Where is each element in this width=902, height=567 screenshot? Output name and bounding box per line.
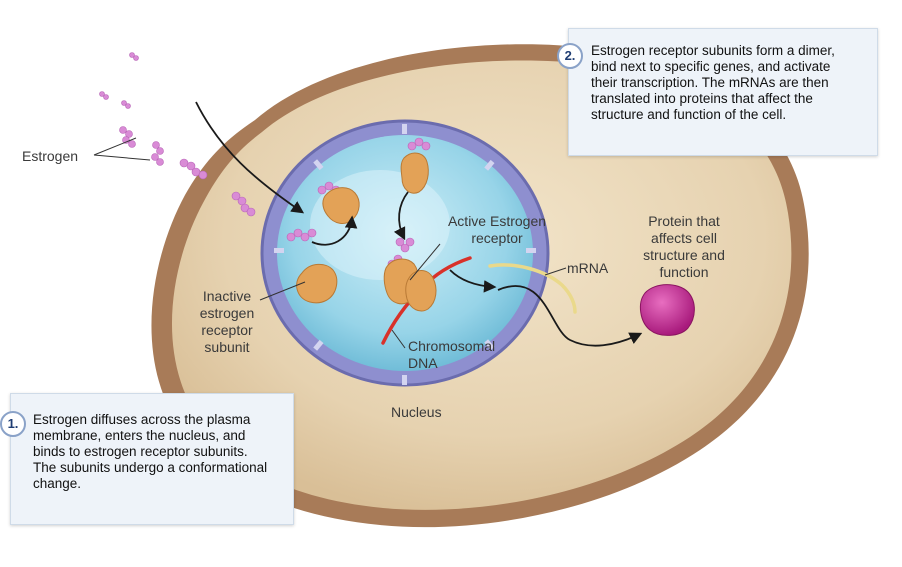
label-active-receptor-line2: receptor bbox=[471, 230, 523, 246]
mrna-strand bbox=[488, 263, 577, 314]
step-1-line3: binds to estrogen receptor subunits. bbox=[33, 444, 248, 459]
label-protein-line1: Protein that bbox=[648, 213, 720, 229]
label-inactive-receptor-line2: estrogen bbox=[199, 305, 255, 321]
estrogen-molecules-outside bbox=[99, 52, 256, 217]
step-1-text: Estrogen diffuses across the plasma memb… bbox=[33, 412, 289, 492]
label-active-receptor-line1: Active Estrogen bbox=[447, 213, 547, 229]
receptor-upper bbox=[400, 152, 429, 194]
step-1-number: 1. bbox=[0, 411, 26, 437]
label-dna-line2: DNA bbox=[408, 355, 438, 371]
step-1-line5: change. bbox=[33, 476, 82, 491]
leader-lines bbox=[93, 137, 567, 349]
nuclear-pores bbox=[274, 124, 536, 385]
arrow-dimerize bbox=[393, 191, 409, 241]
step-2-line4: translated into proteins that affect the bbox=[591, 91, 813, 106]
receptor-dimer-right bbox=[405, 270, 437, 312]
label-protein: Protein that affects cell structure and … bbox=[628, 213, 740, 281]
arrow-transcription bbox=[449, 269, 497, 293]
label-inactive-receptor: Inactive estrogen receptor subunit bbox=[187, 288, 267, 356]
label-chromosomal-dna: Chromosomal DNA bbox=[408, 338, 495, 372]
label-estrogen: Estrogen bbox=[22, 148, 79, 164]
arrow-translation bbox=[497, 285, 643, 347]
step-2-line5: structure and function of the cell. bbox=[591, 107, 787, 122]
step-2-line2: bind next to specific genes, and activat… bbox=[591, 59, 831, 74]
label-dna-line1: Chromosomal bbox=[408, 338, 496, 354]
step-2-line3: their transcription. The mRNAs are then bbox=[591, 75, 829, 90]
arrow-entry bbox=[195, 101, 305, 214]
label-mrna: mRNA bbox=[567, 260, 609, 276]
label-protein-line3: structure and bbox=[643, 247, 725, 263]
arrow-binding bbox=[311, 215, 358, 246]
receptor-subunits bbox=[296, 152, 437, 312]
step-1-line4: The subunits undergo a conformational bbox=[33, 460, 268, 475]
inactive-receptor-subunit bbox=[296, 263, 338, 304]
step-1-line1: Estrogen diffuses across the plasma bbox=[33, 412, 251, 427]
label-active-receptor: Active Estrogen receptor bbox=[432, 213, 562, 247]
label-inactive-receptor-line4: subunit bbox=[204, 339, 250, 355]
step-1-line2: membrane, enters the nucleus, and bbox=[33, 428, 246, 443]
step-2-text: Estrogen receptor subunits form a dimer,… bbox=[591, 43, 871, 123]
step-2-line1: Estrogen receptor subunits form a dimer, bbox=[591, 43, 835, 58]
step-1-callout: Estrogen diffuses across the plasma memb… bbox=[10, 393, 294, 525]
step-2-callout: Estrogen receptor subunits form a dimer,… bbox=[568, 28, 878, 156]
step-2-number: 2. bbox=[557, 43, 583, 69]
label-inactive-receptor-line3: receptor bbox=[201, 322, 253, 338]
label-protein-line2: affects cell bbox=[651, 230, 717, 246]
label-inactive-receptor-line1: Inactive bbox=[202, 288, 252, 304]
label-protein-line4: function bbox=[659, 264, 709, 280]
protein-blob bbox=[639, 284, 695, 336]
label-nucleus: Nucleus bbox=[391, 404, 442, 420]
process-arrows bbox=[195, 101, 643, 347]
